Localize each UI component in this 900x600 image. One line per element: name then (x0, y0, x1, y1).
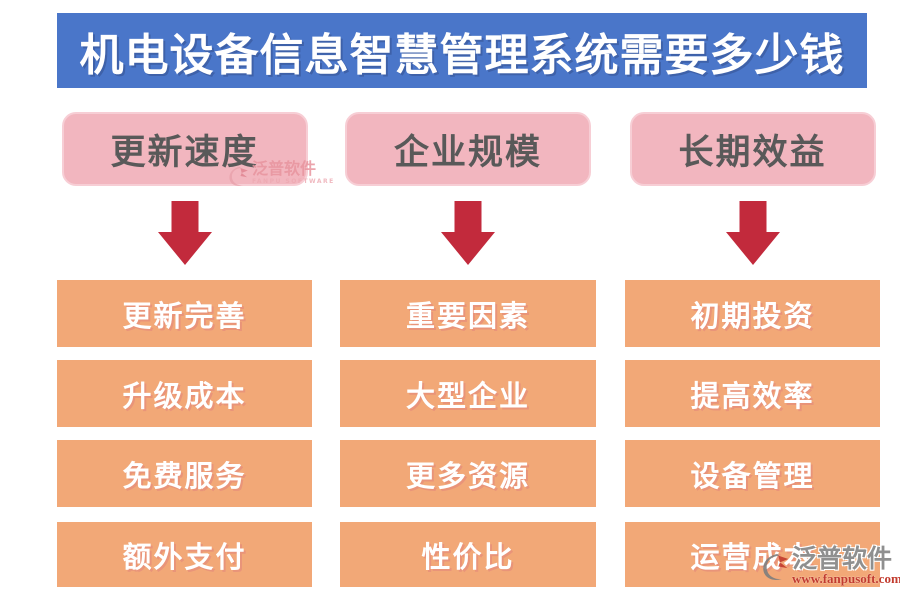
list-item: 重要因素 (340, 280, 596, 347)
list-item: 更新完善 (57, 280, 312, 347)
page-title: 机电设备信息智慧管理系统需要多少钱 (79, 29, 845, 81)
column-header-label: 企业规模 (393, 132, 542, 173)
list-item: 更多资源 (340, 440, 596, 507)
list-item: 运营成本 (625, 522, 880, 587)
column-long-term-benefit: 长期效益 初期投资 提高效率 设备管理 运营成本 (625, 112, 880, 600)
down-arrow-icon (441, 201, 495, 265)
list-item-label: 额外支付 (122, 539, 247, 574)
down-arrow-icon (725, 201, 780, 265)
list-item: 设备管理 (625, 440, 880, 507)
list-item: 提高效率 (625, 360, 880, 427)
arrow-head (441, 232, 495, 265)
list-item: 大型企业 (340, 360, 596, 427)
down-arrow-icon (157, 201, 212, 265)
list-item: 升级成本 (57, 360, 312, 427)
arrow-stem (739, 201, 766, 233)
list-item-label: 初期投资 (690, 298, 815, 333)
list-item: 初期投资 (625, 280, 880, 347)
title-banner: 机电设备信息智慧管理系统需要多少钱 (57, 13, 867, 88)
list-item-label: 重要因素 (405, 298, 530, 333)
column-header: 长期效益 (629, 112, 876, 186)
list-item-label: 运营成本 (690, 539, 815, 574)
arrow-head (157, 232, 212, 265)
arrow-stem (171, 201, 198, 233)
list-item-label: 更新完善 (122, 298, 247, 333)
list-item-label: 性价比 (421, 539, 515, 574)
arrow-head (725, 232, 780, 265)
column-enterprise-scale: 企业规模 重要因素 大型企业 更多资源 性价比 (340, 112, 596, 600)
column-header-label: 长期效益 (678, 132, 827, 173)
list-item: 性价比 (340, 522, 596, 587)
list-item-label: 大型企业 (405, 378, 530, 413)
column-header: 更新速度 (61, 112, 308, 186)
column-header: 企业规模 (345, 112, 591, 186)
list-item: 免费服务 (57, 440, 312, 507)
list-item-label: 免费服务 (122, 458, 247, 493)
arrow-stem (454, 201, 482, 233)
column-update-speed: 更新速度 更新完善 升级成本 免费服务 额外支付 (57, 112, 312, 600)
list-item-label: 更多资源 (405, 458, 530, 493)
column-header-label: 更新速度 (110, 132, 259, 173)
list-item-label: 提高效率 (690, 378, 815, 413)
list-item-label: 设备管理 (690, 458, 815, 493)
list-item: 额外支付 (57, 522, 312, 587)
list-item-label: 升级成本 (122, 378, 247, 413)
